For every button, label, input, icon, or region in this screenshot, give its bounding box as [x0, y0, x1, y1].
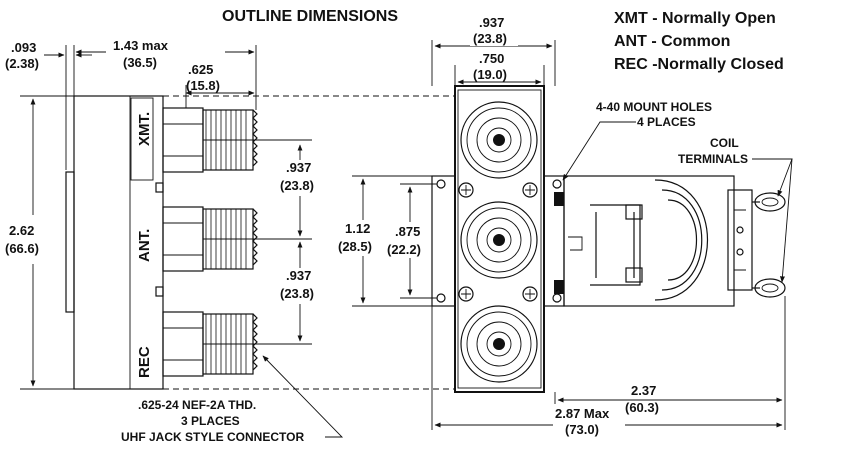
dim-height-mm: (66.6): [5, 241, 39, 256]
coil-note-2: TERMINALS: [678, 152, 748, 166]
screw-icon: [522, 286, 538, 302]
thread-note-2: 3 PLACES: [181, 414, 240, 428]
xmt-band: [130, 97, 154, 181]
dim-inner-in: .750: [479, 51, 504, 66]
title: OUTLINE DIMENSIONS: [222, 8, 398, 25]
dim-mount-span-mm: (28.5): [338, 239, 372, 254]
relay-coil: [554, 175, 753, 307]
legend-rec: REC -Normally Closed: [614, 56, 784, 73]
coil-note-1: COIL: [710, 136, 739, 150]
dim-flange-in: .093: [11, 40, 36, 55]
screw-icon: [458, 286, 474, 302]
thread-note-3: UHF JACK STYLE CONNECTOR: [121, 430, 304, 444]
side-tab: [155, 182, 164, 193]
dim-depth-mm: (36.5): [123, 55, 157, 70]
dim-flange-mm: (2.38): [5, 56, 39, 71]
dim-width-mm: (23.8): [473, 31, 507, 46]
legend-ant: ANT - Common: [614, 33, 730, 50]
mount-hole: [436, 293, 446, 303]
front-view: .937 (23.8) .750 (19.0) 1.12 (28.5) .875…: [163, 14, 793, 437]
mount-note-2: 4 PLACES: [637, 115, 696, 129]
mount-note-1: 4-40 MOUNT HOLES: [596, 100, 712, 114]
side-view: XMT. ANT. REC: [5, 38, 344, 444]
side-tab: [155, 286, 164, 297]
mount-hole: [552, 179, 562, 189]
screw-icon: [458, 182, 474, 198]
dim-depth-in: 2.37: [631, 383, 656, 398]
screw-icon: [522, 182, 538, 198]
legend-xmt: XMT - Normally Open: [614, 10, 776, 27]
coil-terminal-bottom: [752, 278, 786, 298]
dim-width-in: .937: [479, 15, 504, 30]
port-circle-xmt: [460, 101, 538, 179]
dim-hole-span-in: .875: [395, 224, 420, 239]
coil-terminal-top: [752, 192, 786, 212]
rec-label: REC: [136, 346, 153, 378]
dim-height-in: 2.62: [9, 223, 34, 238]
dim-spacing1-in: .937: [286, 160, 311, 175]
dim-overall-mm: (73.0): [565, 422, 599, 437]
side-flange: [65, 171, 75, 313]
dim-spacing1-mm: (23.8): [280, 178, 314, 193]
xmt-label: XMT.: [136, 112, 153, 146]
dim-spacing2-in: .937: [286, 268, 311, 283]
mount-hole: [552, 293, 562, 303]
dim-spacing2-mm: (23.8): [280, 286, 314, 301]
port-circle-ant: [460, 201, 538, 279]
dim-depth-in: 1.43 max: [113, 38, 169, 53]
port-circle-rec: [460, 305, 538, 383]
dim-thread-len-mm: (15.8): [186, 78, 220, 93]
dim-depth-mm: (60.3): [625, 400, 659, 415]
dim-overall-in: 2.87 Max: [555, 406, 610, 421]
thread-note-1: .625-24 NEF-2A THD.: [138, 398, 256, 412]
mount-hole: [436, 179, 446, 189]
ant-label: ANT.: [136, 229, 153, 262]
dim-inner-mm: (19.0): [473, 67, 507, 82]
dim-mount-span-in: 1.12: [345, 221, 370, 236]
dim-thread-len-in: .625: [188, 62, 213, 77]
dim-hole-span-mm: (22.2): [387, 242, 421, 257]
